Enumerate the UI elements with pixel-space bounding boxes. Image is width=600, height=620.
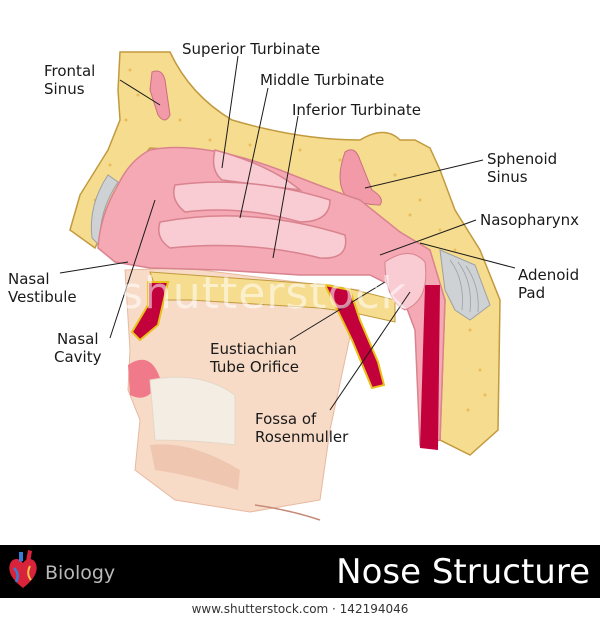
label-nasal-cavity-line2: Cavity [54,348,102,366]
label-nasal-cavity-line1: Nasal [56,330,99,348]
label-frontal-sinus-line1: Frontal [44,62,96,80]
palate-lining-front [130,281,170,342]
inferior-turbinate-shape [158,215,347,259]
pharynx-posterior-wall [420,285,440,450]
label-sphenoid-sinus-line1: Sphenoid [487,150,558,168]
lower-lip [150,444,240,490]
label-nasopharynx: Nasopharynx [480,211,580,229]
sphenoid-sinus-shape [339,149,382,206]
teeth [149,376,236,446]
label-eustachian-line2: Tube Orifice [210,358,299,376]
footer-credit: www.shutterstock.com · 142194046 [0,598,600,620]
label-fossa-of-rosenmuller: Fossa of Rosenmuller [255,410,348,446]
label-fossa-line2: Rosenmuller [255,428,349,446]
label-frontal-sinus: Frontal Sinus [44,62,95,98]
eustachian-orifice-shape [384,253,427,311]
label-eustachian-line1: Eustiachian [210,340,297,358]
label-nasal-cavity: Nasal Cavity [54,330,101,366]
label-adenoid-pad: Adenoid Pad [518,266,579,302]
label-sphenoid-sinus-line2: Sinus [487,168,528,186]
subject-label: Biology [45,562,116,584]
leader-lines [59,55,516,411]
title-banner [0,545,600,598]
label-adenoid-pad-line1: Adenoid [518,266,580,284]
label-fossa-line1: Fossa of [255,410,317,428]
label-sphenoid-sinus: Sphenoid Sinus [487,150,557,186]
heart-icon [9,550,37,588]
label-middle-turbinate: Middle Turbinate [260,71,385,89]
watermark-text: shutterstock [120,268,408,319]
label-eustachian-tube-orifice: Eustiachian Tube Orifice [210,340,299,376]
frontal-sinus-shape [149,70,171,121]
middle-turbinate-shape [173,181,331,223]
label-nasal-vestibule-line2: Vestibule [8,288,77,306]
label-superior-turbinate: Superior Turbinate [182,40,321,58]
label-inferior-turbinate: Inferior Turbinate [292,101,421,119]
label-nasal-vestibule-line1: Nasal [8,270,50,288]
adenoid-pad-striations [449,259,479,313]
label-nasal-vestibule: Nasal Vestibule [8,270,77,306]
chin-line [254,504,321,521]
page-title: Nose Structure [336,552,590,592]
adenoid-pad-shape [439,249,491,321]
soft-palate-lining [323,283,386,390]
bone-texture [93,68,487,412]
label-frontal-sinus-line2: Sinus [44,80,85,98]
label-adenoid-pad-line2: Pad [518,284,546,302]
nose-anatomy-diagram [59,51,516,521]
